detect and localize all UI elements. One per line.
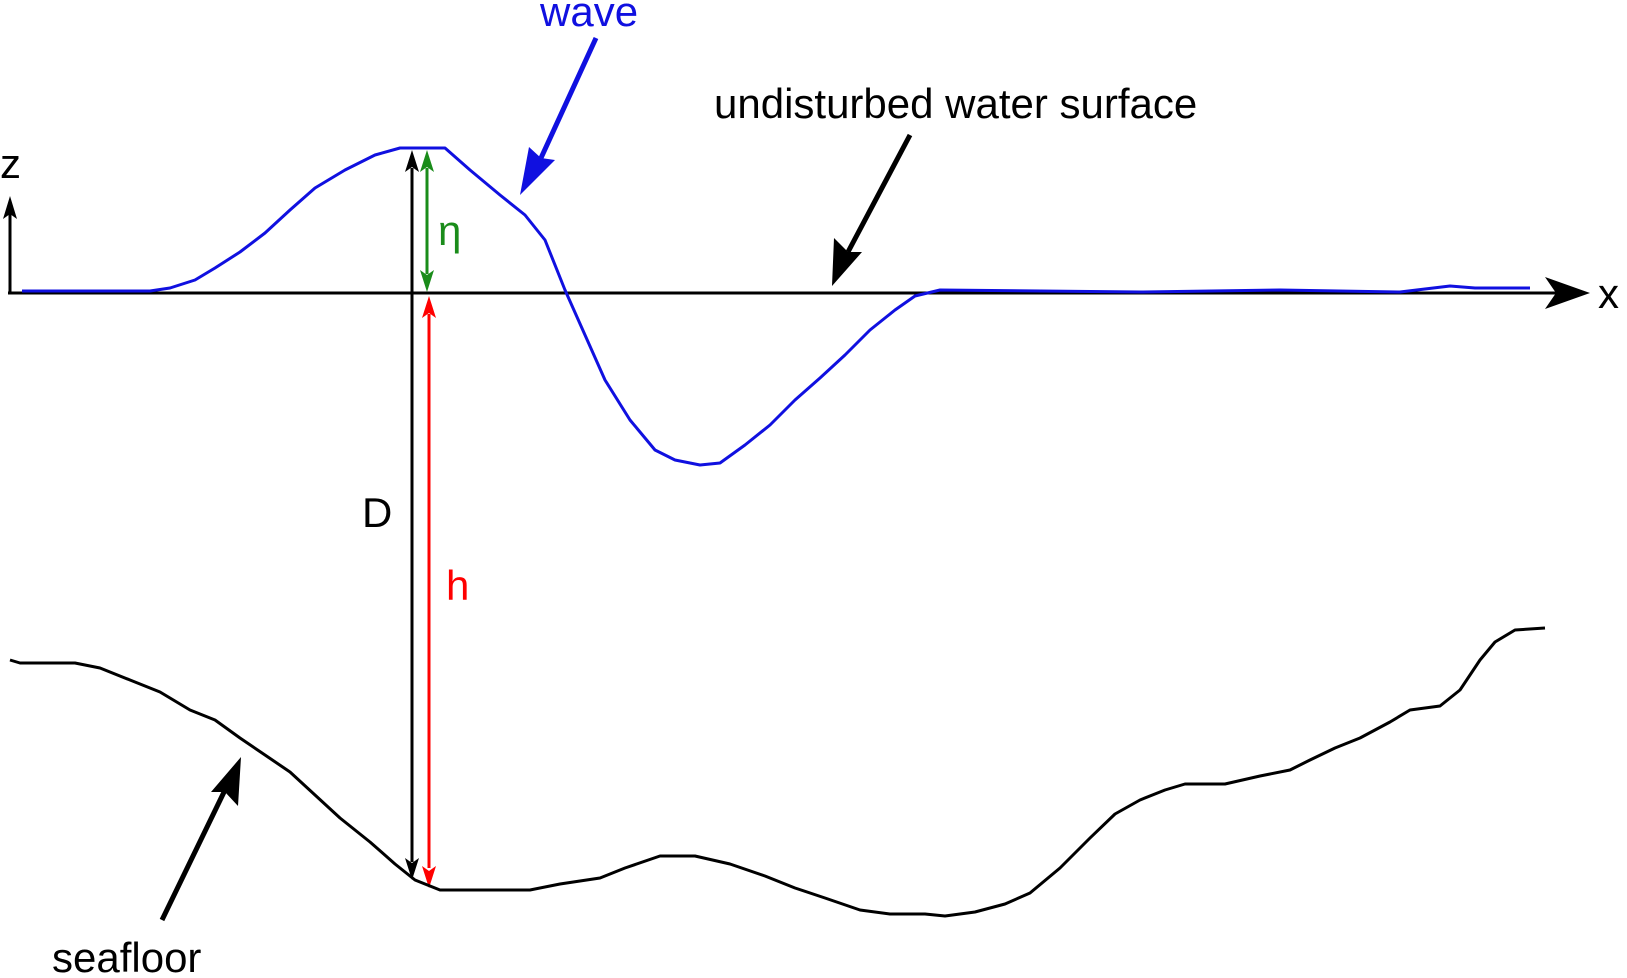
seafloor-profile — [9, 626, 1546, 918]
seafloor-label: seafloor — [52, 934, 201, 978]
wave-profile — [22, 146, 1530, 467]
z-axis — [3, 196, 17, 293]
undisturbed-surface-pointer-arrow — [832, 133, 913, 286]
z-axis-label: z — [0, 140, 21, 187]
x-axis — [8, 277, 1590, 309]
h-arrow — [422, 296, 436, 888]
D-label: D — [362, 489, 392, 536]
eta-label: η — [438, 207, 461, 254]
h-label: h — [446, 562, 469, 609]
undisturbed-surface-label: undisturbed water surface — [714, 80, 1197, 127]
total-depth-D-arrow — [405, 150, 419, 880]
seafloor-pointer-arrow — [159, 757, 241, 922]
eta-arrow — [420, 150, 434, 292]
x-axis-label: x — [1598, 270, 1619, 317]
wave-label: wave — [539, 0, 638, 35]
wave-pointer-arrow — [520, 36, 599, 195]
